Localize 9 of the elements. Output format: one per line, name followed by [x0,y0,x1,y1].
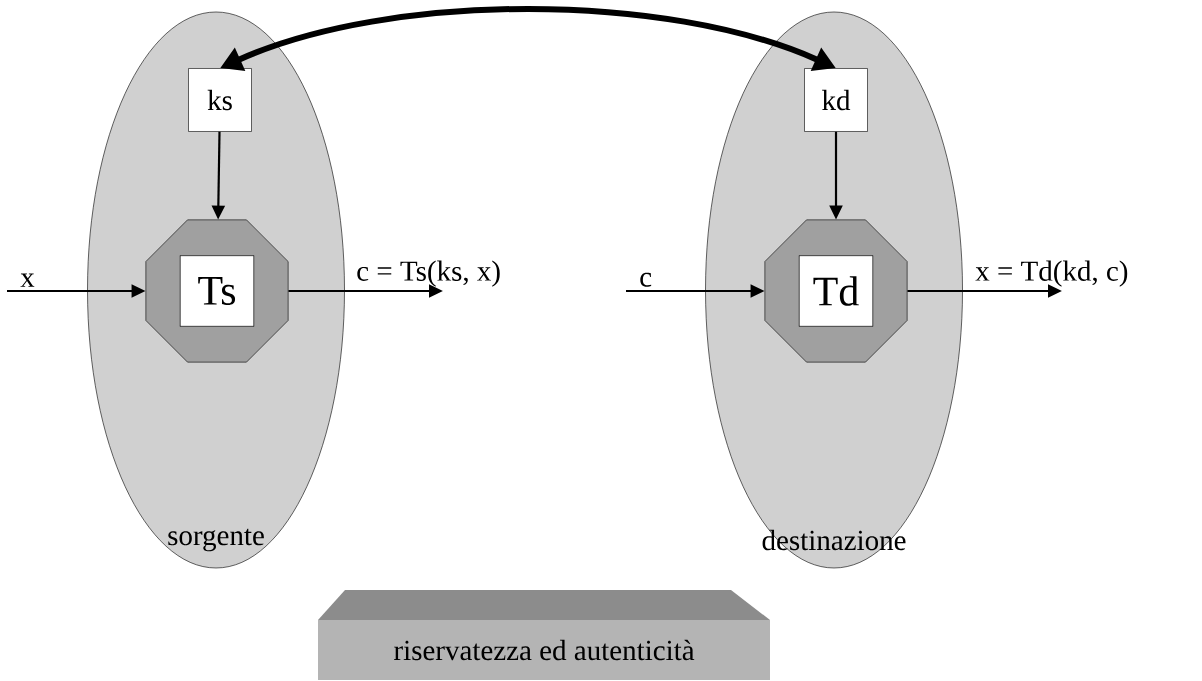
edge-label: x = Td(kd, c) [975,260,1128,287]
edge-label: c = Ts(ks, x) [357,260,500,287]
octagon-block: Ts [145,219,289,363]
edge-label: x [20,273,35,287]
raised-bar: riservatezza ed autenticità [318,590,770,680]
key-box: ks [188,68,252,132]
key-box: kd [804,68,868,132]
edge-label: c [640,272,652,287]
octagon-block: Td [764,219,908,363]
